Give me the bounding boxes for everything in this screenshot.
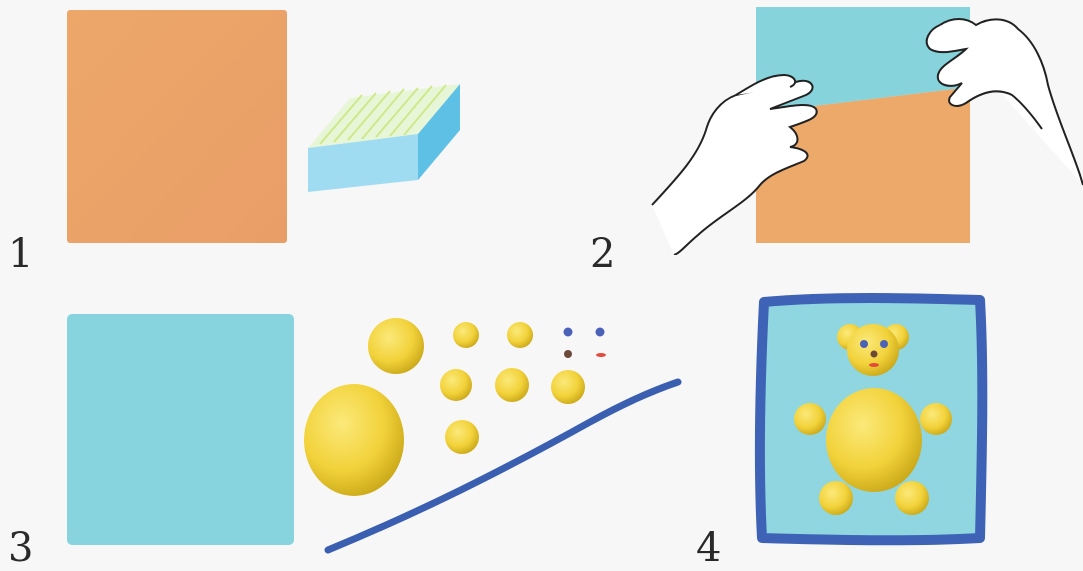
paper-stack-icon [300,82,465,194]
step-3-cyan-paper [67,314,294,545]
red-mouth-piece [596,353,606,357]
blue-eye-piece [596,328,605,337]
step-3-number: 3 [8,528,33,568]
small-yellow-ball [507,322,533,348]
step-2-number: 2 [590,234,615,274]
step-1-orange-paper [67,10,287,243]
plasticine-pieces [300,312,690,562]
blue-eye-piece [564,328,573,337]
step-1-number: 1 [8,234,33,274]
small-yellow-ball [495,368,529,402]
large-yellow-oval [304,384,404,496]
small-yellow-ball [453,322,479,348]
step-4-finished-bear [750,292,990,552]
medium-yellow-ball [368,318,424,374]
orange-paper-square [67,10,287,243]
small-yellow-ball [445,420,479,454]
small-yellow-ball [551,370,585,404]
small-yellow-ball [440,369,472,401]
step-4-number: 4 [696,528,721,568]
cyan-paper-square [67,314,294,545]
brown-nose-piece [564,350,572,358]
step-2-peeling-paper [640,5,1083,255]
